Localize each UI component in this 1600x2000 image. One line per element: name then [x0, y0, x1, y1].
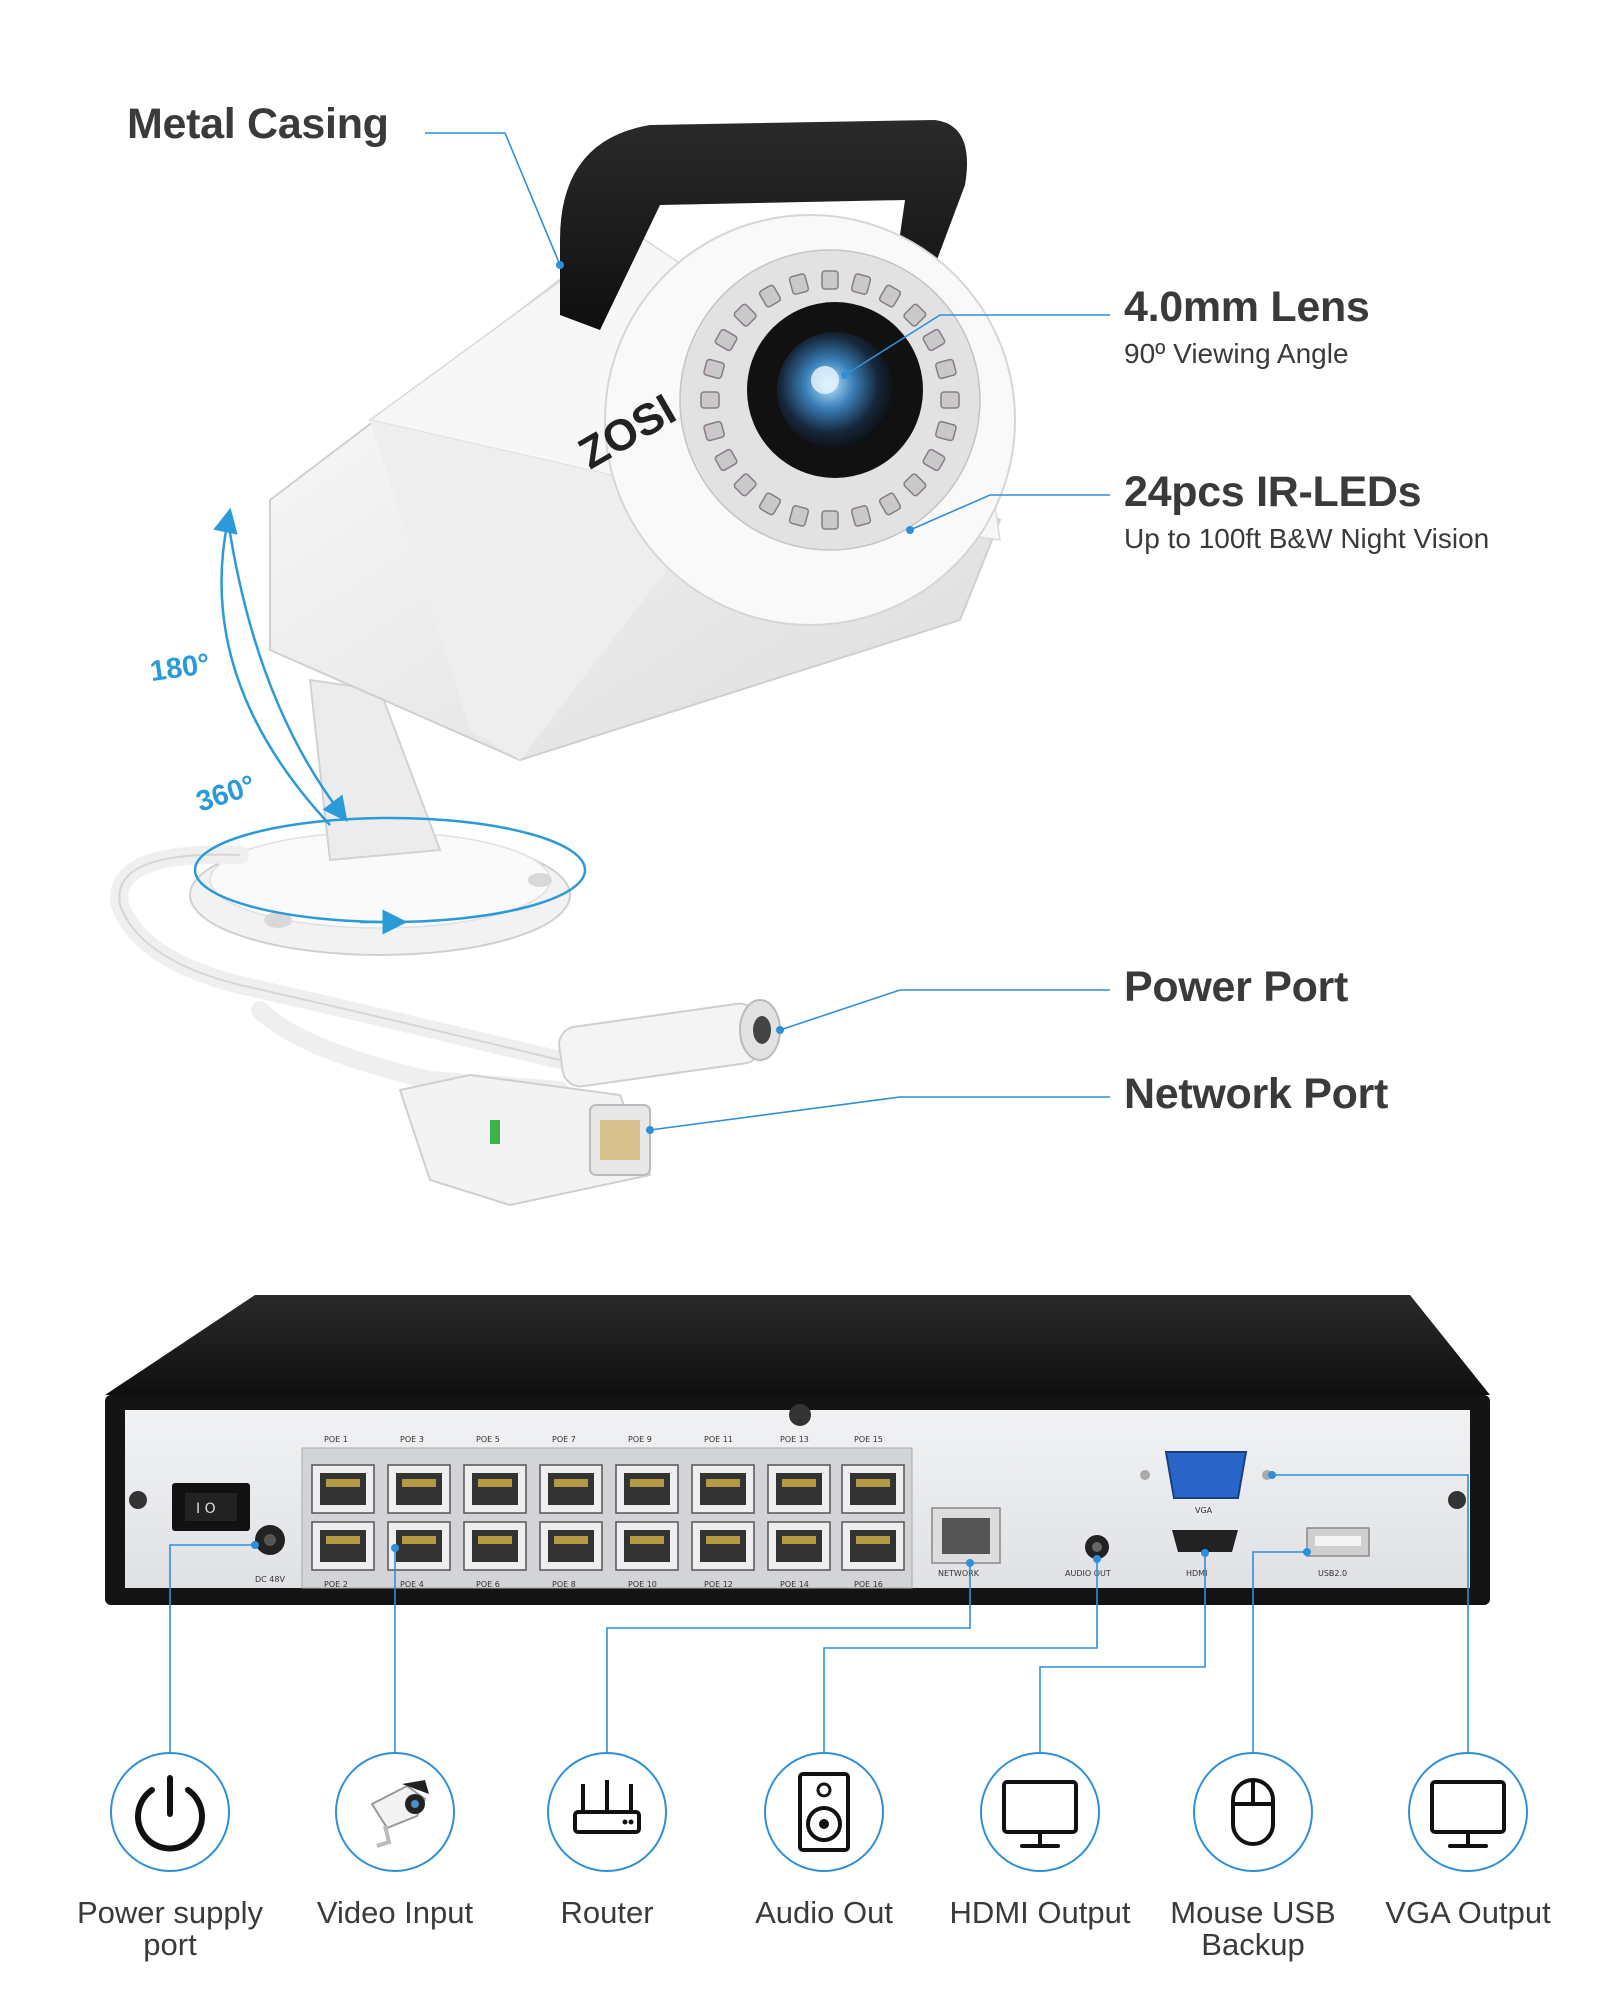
lens-sublabel: 90º Viewing Angle: [1124, 338, 1349, 369]
hdmi-port: [1172, 1530, 1238, 1552]
svg-text:VGA: VGA: [1195, 1506, 1213, 1515]
poe-port-label: POE 11: [704, 1435, 733, 1444]
callout-lens: 4.0mm Lens 90º Viewing Angle: [1124, 283, 1370, 370]
ir-led: [903, 473, 927, 497]
svg-text:USB2.0: USB2.0: [1318, 1569, 1347, 1578]
ir-led: [940, 391, 960, 409]
ir-led: [788, 505, 810, 527]
ir-leds-label: 24pcs IR-LEDs: [1124, 468, 1422, 516]
feature-label-power-supply: Power supply port: [76, 1895, 264, 1962]
feature-label-hdmi-output: HDMI Output: [949, 1895, 1131, 1930]
poe-port-label: POE 15: [854, 1435, 883, 1444]
ir-led: [788, 273, 810, 295]
nvr-recorder: I O DC 48V POE 1 POE 3 POE 5 POE 7 POE 9 POE …: [105, 1295, 1490, 1605]
router-icon: [547, 1752, 667, 1872]
network-port-label: Network Port: [1124, 1070, 1388, 1118]
nvr-power-switch: I O: [172, 1483, 250, 1531]
feature-label-mouse-usb: Mouse USB Backup: [1170, 1895, 1336, 1962]
ir-led-ring: [700, 270, 960, 530]
ir-led: [821, 510, 839, 530]
feature-label-vga-output: VGA Output: [1385, 1895, 1551, 1930]
feature-label-router: Router: [560, 1895, 654, 1930]
poe-port-label: POE 13: [780, 1435, 809, 1444]
ir-leds-sublabel: Up to 100ft B&W Night Vision: [1124, 523, 1490, 554]
speaker-icon: [764, 1752, 884, 1872]
nvr-top-cover: [105, 1295, 1490, 1395]
poe-port-label: POE 12: [704, 1580, 733, 1589]
metal-casing-label: Metal Casing: [127, 100, 389, 148]
network-connector: [398, 1073, 652, 1207]
poe-port-label: POE 9: [628, 1435, 652, 1444]
ir-led: [850, 505, 872, 527]
poe-port-label: POE 2: [324, 1580, 348, 1589]
poe-port-label: POE 6: [476, 1580, 500, 1589]
ir-led: [714, 448, 738, 472]
callout-ir-leds: 24pcs IR-LEDs Up to 100ft B&W Night Visi…: [1124, 468, 1489, 555]
poe-port-label: POE 5: [476, 1435, 500, 1444]
bullet-camera: ZOSI: [110, 120, 1016, 1207]
poe-ports: [311, 1464, 905, 1571]
poe-port-label: POE 3: [400, 1435, 424, 1444]
callout-leaders: [425, 132, 1110, 1131]
poe-port-label: POE 8: [552, 1580, 576, 1589]
ir-led: [703, 358, 725, 380]
monitor-icon: [1408, 1752, 1528, 1872]
ir-led: [700, 391, 720, 409]
ir-led: [733, 473, 757, 497]
lens-label: 4.0mm Lens: [1124, 283, 1370, 331]
ir-led: [758, 492, 782, 516]
dc-label: DC 48V: [255, 1575, 285, 1584]
ir-led: [935, 420, 957, 442]
mouse-icon: [1193, 1752, 1313, 1872]
power-icon: [110, 1752, 230, 1872]
camera-icon: [335, 1752, 455, 1872]
nvr-connector-lines: [169, 1474, 1469, 1752]
feature-label-audio-out: Audio Out: [755, 1895, 893, 1930]
ir-led: [922, 328, 946, 352]
ir-led: [935, 358, 957, 380]
poe-port-label: POE 1: [324, 1435, 348, 1444]
sun-shield: [560, 120, 967, 330]
rotation-arrow-vertical: [213, 507, 331, 826]
callout-metal-casing: Metal Casing: [127, 100, 389, 149]
ir-led: [821, 270, 839, 290]
ir-led: [922, 448, 946, 472]
power-connector: [558, 999, 781, 1088]
ir-led: [703, 420, 725, 442]
poe-port-label: POE 16: [854, 1580, 883, 1589]
monitor-icon: [980, 1752, 1100, 1872]
vga-port: VGA: [1140, 1451, 1272, 1515]
ir-led: [878, 284, 902, 308]
poe-port-label: POE 14: [780, 1580, 809, 1589]
power-port-label: Power Port: [1124, 963, 1348, 1011]
poe-port-label: POE 10: [628, 1580, 657, 1589]
feature-label-video-input: Video Input: [316, 1895, 474, 1930]
poe-port-label: POE 4: [400, 1580, 424, 1589]
poe-port-label: POE 7: [552, 1435, 576, 1444]
ir-led: [903, 303, 927, 327]
svg-text:NETWORK: NETWORK: [938, 1569, 980, 1578]
callout-power-port: Power Port: [1124, 963, 1348, 1012]
lens-glass: [777, 332, 893, 448]
ir-led: [758, 284, 782, 308]
callout-network-port: Network Port: [1124, 1070, 1388, 1119]
svg-text:I O: I O: [196, 1501, 216, 1517]
svg-text:HDMI: HDMI: [1186, 1569, 1207, 1578]
ir-led: [878, 492, 902, 516]
ir-led: [714, 328, 738, 352]
svg-text:AUDIO OUT: AUDIO OUT: [1065, 1569, 1111, 1578]
ir-led: [850, 273, 872, 295]
ir-led: [733, 303, 757, 327]
